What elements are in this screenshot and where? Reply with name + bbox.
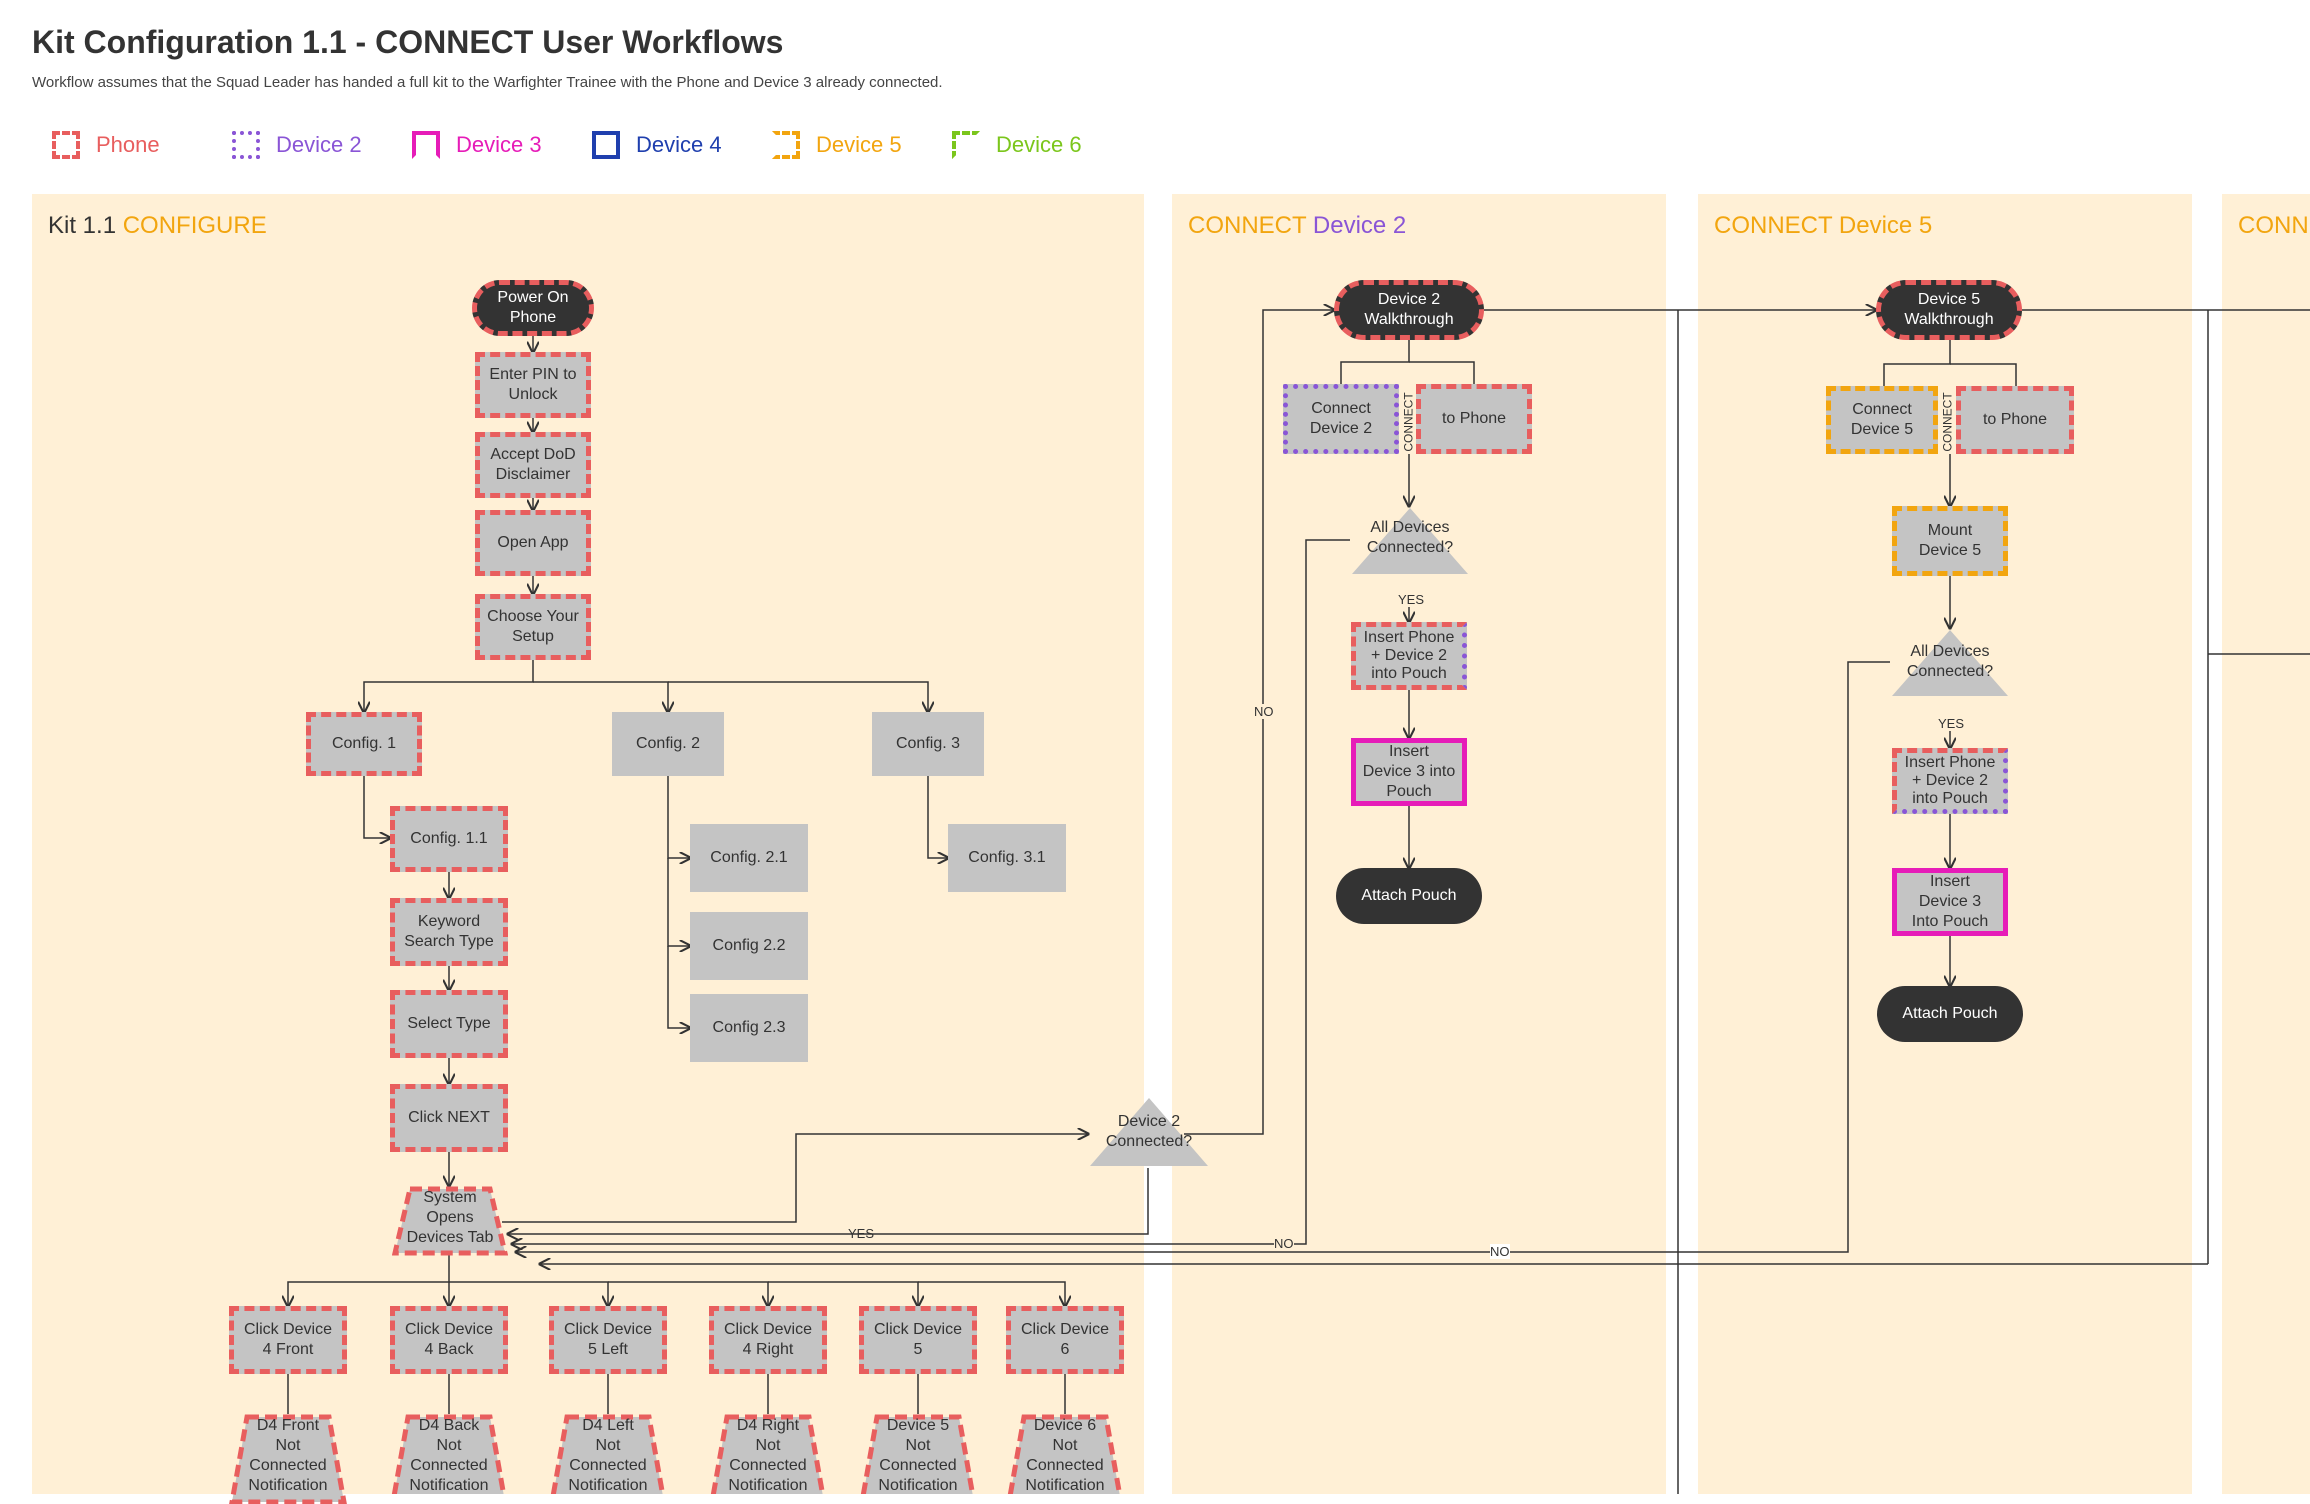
legend-swatch-device4 (592, 131, 620, 159)
edge-label-no: NO (1254, 704, 1274, 719)
legend-label: Device 6 (996, 132, 1082, 157)
legend-label: Phone (96, 132, 160, 157)
edge-label-yes: YES (1938, 716, 1965, 731)
click-next-node[interactable]: Click NEXT (390, 1084, 508, 1152)
lane-title: Kit 1.1 CONFIGURE (48, 212, 267, 239)
select-type-node[interactable]: Select Type (390, 990, 508, 1058)
config-1-1-node[interactable]: Config. 1.1 (390, 806, 508, 872)
config-2-1-node[interactable]: Config. 2.1 (690, 824, 808, 892)
config-2-2-node[interactable]: Config 2.2 (690, 912, 808, 980)
legend-swatch-device5 (772, 131, 800, 159)
edge-label-yes: YES (1398, 592, 1425, 607)
system-opens-label: System Opens Devices Tab (406, 1189, 494, 1246)
lane-connect-device5: CONNECT Device 5 (1698, 194, 2192, 1494)
connect-vertical-label: CONNECT (1941, 392, 1955, 452)
page-title: Kit Configuration 1.1 - CONNECT User Wor… (32, 24, 784, 60)
edge-label-no: NO (1274, 1236, 1294, 1251)
legend-device6: Device 6 (952, 128, 1082, 162)
all-devices-connected-label: All Devices Connected? (1906, 643, 1994, 680)
attach-pouch-node[interactable]: Attach Pouch (1336, 868, 1482, 924)
device2-connected-label: Device 2 Connected? (1105, 1113, 1193, 1150)
to-phone-node[interactable]: to Phone (1416, 384, 1532, 454)
config-3-1-node[interactable]: Config. 3.1 (948, 824, 1066, 892)
notification-shape (710, 1414, 826, 1494)
all-devices-connected-shape (1892, 630, 2008, 696)
config-2-3-node[interactable]: Config 2.3 (690, 994, 808, 1062)
edge-label-no: NO (1490, 1244, 1510, 1259)
legend-swatch-device6 (952, 131, 980, 159)
lane-title: CONNECT Device 2 (1188, 212, 1407, 239)
edge-label-yes: YES (848, 1226, 875, 1241)
legend-phone: Phone (52, 128, 160, 162)
attach-pouch-node[interactable]: Attach Pouch (1877, 986, 2023, 1042)
notification-shape (391, 1414, 507, 1494)
lane-title: CONN (2238, 212, 2309, 239)
open-app-node[interactable]: Open App (475, 510, 591, 576)
lane-title: CONNECT Device 5 (1714, 212, 1933, 239)
legend-swatch-phone (52, 131, 80, 159)
legend-swatch-device3 (412, 131, 440, 159)
all-devices-connected-label: All Devices Connected? (1366, 519, 1454, 556)
notification-shape (550, 1414, 666, 1494)
legend-label: Device 2 (276, 132, 362, 157)
to-phone-node[interactable]: to Phone (1956, 386, 2074, 454)
config-3-node[interactable]: Config. 3 (872, 712, 984, 776)
notification-shape (1007, 1414, 1123, 1494)
legend-device4: Device 4 (592, 128, 722, 162)
notification-shape (860, 1414, 976, 1494)
lane-connect-next: CONN (2222, 194, 2310, 1494)
legend-swatch-device2 (232, 131, 260, 159)
legend-label: Device 4 (636, 132, 722, 157)
config-1-node[interactable]: Config. 1 (306, 712, 422, 776)
legend-device2: Device 2 (232, 128, 362, 162)
legend-label: Device 3 (456, 132, 542, 157)
device2-connected-shape (1090, 1098, 1208, 1166)
legend-device5: Device 5 (772, 128, 902, 162)
config-2-node[interactable]: Config. 2 (612, 712, 724, 776)
system-opens-shape (392, 1186, 508, 1256)
page-subtitle: Workflow assumes that the Squad Leader h… (32, 74, 943, 91)
all-devices-connected-shape (1352, 508, 1468, 574)
legend-device3: Device 3 (412, 128, 542, 162)
legend-label: Device 5 (816, 132, 902, 157)
